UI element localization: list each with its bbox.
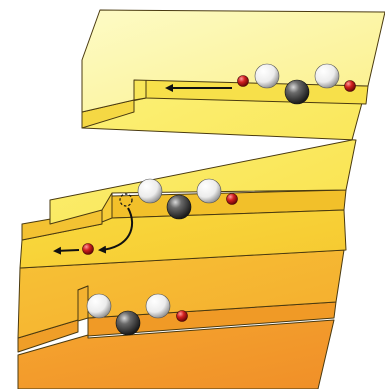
molecule-upper [237,63,356,105]
red-atom [344,80,356,92]
dashed-vacancy-marker [119,193,133,207]
red-atom [226,193,238,205]
dark-atom [166,194,192,220]
molecule-middle [137,178,238,220]
white-atom [145,293,171,319]
staircase-surface [17,9,385,389]
upper-step-side [133,77,147,101]
red-atom [176,310,188,322]
white-atom [86,293,112,319]
motion-arrow-middle [53,246,80,255]
dark-atom [284,79,310,105]
white-atom [196,178,222,204]
red-atom-detached [82,243,94,255]
lower-terrace-lip [77,285,89,322]
red-atom [237,75,249,87]
white-atom [314,63,340,89]
top-terrace [81,9,385,113]
hop-arrow-middle [98,207,133,254]
white-atom [254,63,280,89]
dark-atom [115,310,141,336]
white-atom [137,178,163,204]
molecule-lower [86,293,188,336]
